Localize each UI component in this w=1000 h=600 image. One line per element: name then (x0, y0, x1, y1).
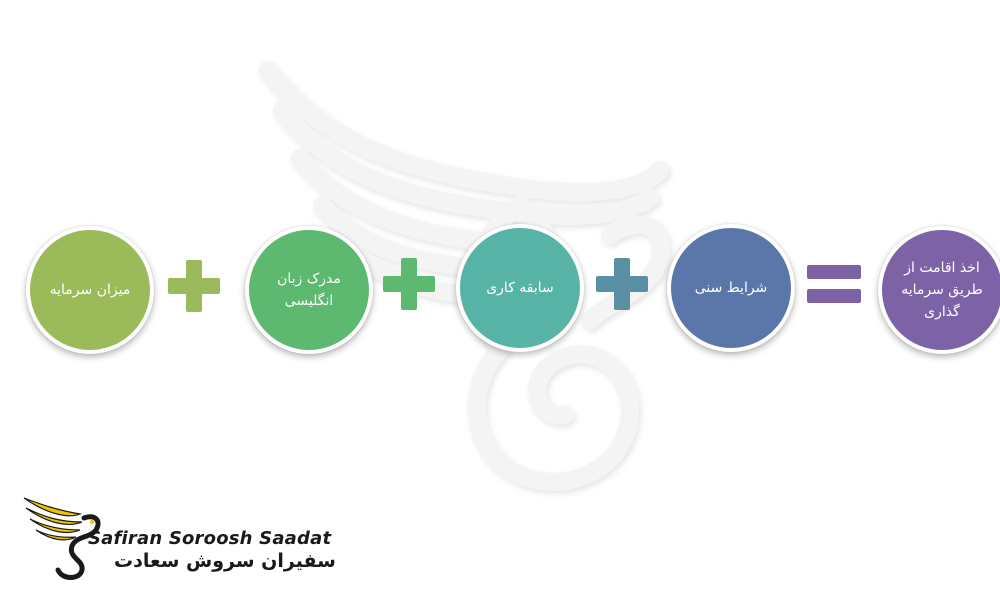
factor-label: سابقه کاری (486, 280, 554, 296)
result-investment-residency-node: اخذ اقامت از طریق سرمایه گذاری (878, 226, 1000, 354)
logo-name-persian: سفیران سروش سعادت (114, 550, 336, 572)
plus-icon (596, 258, 648, 310)
plus-icon (168, 260, 220, 312)
logo-name-english: Safiran Soroosh Saadat (88, 528, 332, 549)
factor-label: شرایط سنی (694, 280, 768, 296)
equals-icon (807, 262, 861, 306)
factor-label: مدرک زبان انگلیسی (277, 271, 341, 309)
factor-work-experience-node: سابقه کاری (456, 224, 584, 352)
factor-age-requirement-node: شرایط سنی (667, 224, 795, 352)
bird-logo-icon (23, 497, 101, 580)
company-logo: Safiran Soroosh Saadat سفیران سروش سعادت (22, 492, 336, 584)
factor-label: میزان سرمایه (49, 282, 131, 298)
factor-capital-amount-node: میزان سرمایه (26, 226, 154, 354)
plus-icon (383, 258, 435, 310)
factor-english-certificate-node: مدرک زبان انگلیسی (245, 226, 373, 354)
result-label: اخذ اقامت از طریق سرمایه گذاری (901, 260, 983, 320)
